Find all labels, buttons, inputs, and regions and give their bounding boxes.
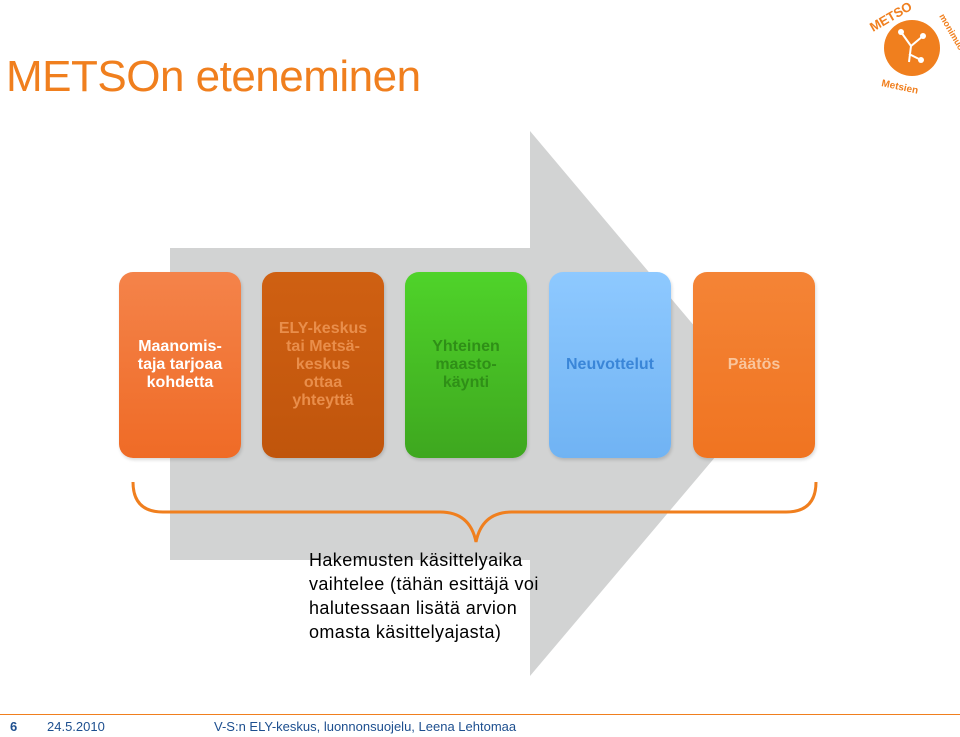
caption-line: halutessaan lisätä arvion [309, 598, 518, 618]
step-label: Yhteinen maasto- käynti [432, 338, 500, 391]
step-label: ELY-keskus tai Metsä- keskus ottaa yhtey… [278, 320, 368, 409]
caption-line: omasta käsittelyajasta) [309, 622, 502, 642]
step-negotiations: Neuvottelut [549, 272, 671, 458]
step-field-visit: Yhteinen maasto- käynti [405, 272, 527, 458]
footer-divider [0, 714, 960, 715]
step-authority-contacts: ELY-keskus tai Metsä- keskus ottaa yhtey… [262, 272, 384, 458]
footer-date: 24.5.2010 [47, 719, 105, 734]
processing-time-note: Hakemusten käsittelyaika vaihtelee (tähä… [309, 548, 539, 644]
step-label: Päätös [727, 356, 781, 373]
slide-title: METSOn eteneminen [6, 52, 421, 101]
caption-line: Hakemusten käsittelyaika [309, 550, 523, 570]
step-label: Maanomis- taja tarjoaa kohdetta [137, 338, 223, 391]
step-landowner-offers: Maanomis- taja tarjoaa kohdetta [119, 272, 241, 458]
footer-organization: V-S:n ELY-keskus, luonnonsuojelu, Leena … [214, 719, 517, 734]
page-number: 6 [10, 719, 18, 734]
step-decision: Päätös [693, 272, 815, 458]
caption-line: vaihtelee (tähän esittäjä voi [309, 574, 539, 594]
metso-logo: METSO monimuotoisuus Metsien [867, 2, 960, 97]
step-label: Neuvottelut [566, 356, 654, 373]
